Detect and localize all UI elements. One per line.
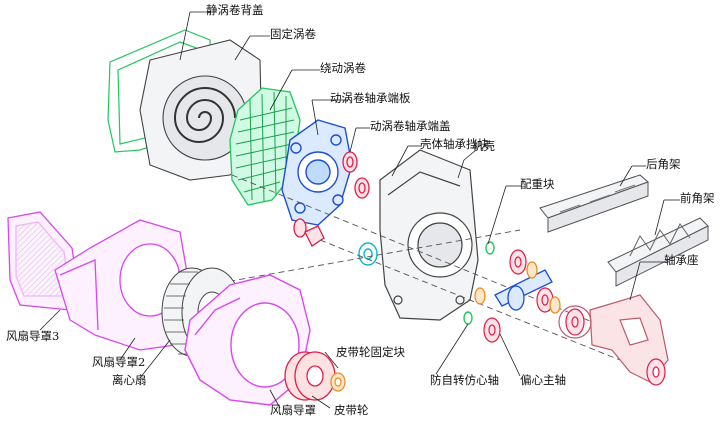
fan-duct-2-part (54, 219, 191, 351)
end-plate-bearings (293, 151, 370, 247)
housing (379, 149, 479, 321)
rear-bracket-part (539, 174, 649, 233)
label-anti-rotation-shaft: 防自转仿心轴 (430, 373, 499, 387)
orbiting-bearing-end-plate (281, 119, 353, 226)
leader-lines (39, 11, 680, 409)
label-bearing-seat: 轴承座 (664, 253, 699, 267)
label-fixed-scroll: 固定涡卷 (270, 27, 316, 41)
orbiting-scroll (229, 87, 301, 206)
eccentric-main-shaft (494, 269, 553, 311)
label-orbiting-scroll: 绕动涡卷 (320, 61, 366, 75)
label-housing-bearing-block: 壳体轴承挡块 (420, 137, 489, 151)
shaft-bearings (483, 249, 585, 343)
label-pulley-fixing-block: 皮带轮固定块 (336, 345, 405, 359)
label-housing: 机壳 (472, 139, 495, 153)
label-pulley: 皮带轮 (334, 403, 369, 417)
label-orbiting-bearing-cover: 动涡卷轴承端盖 (370, 119, 451, 133)
label-eccentric-shaft: 偏心主轴 (520, 373, 566, 387)
label-front-bracket: 前角架 (680, 191, 715, 205)
fan-duct-part (184, 274, 311, 406)
label-counterweight: 配重块 (520, 177, 555, 191)
label-fan-duct: 风扇导罩 (270, 403, 316, 417)
label-orbiting-bearing-plate: 动涡卷轴承端板 (330, 91, 411, 105)
label-centrifugal-fan: 离心扇 (112, 373, 147, 387)
pulley-fixing-block-part (330, 372, 346, 392)
pulley-part (284, 351, 336, 401)
bearing-seat-part (558, 294, 669, 386)
label-rear-bracket: 后角架 (646, 157, 681, 171)
label-fan-duct-2: 风扇导罩2 (92, 355, 146, 369)
label-static-scroll-back-cover: 静涡卷背盖 (206, 3, 264, 17)
front-bracket-part (607, 217, 709, 287)
label-fan-duct-3: 风扇导罩3 (6, 329, 60, 343)
orange-collars (474, 261, 561, 314)
